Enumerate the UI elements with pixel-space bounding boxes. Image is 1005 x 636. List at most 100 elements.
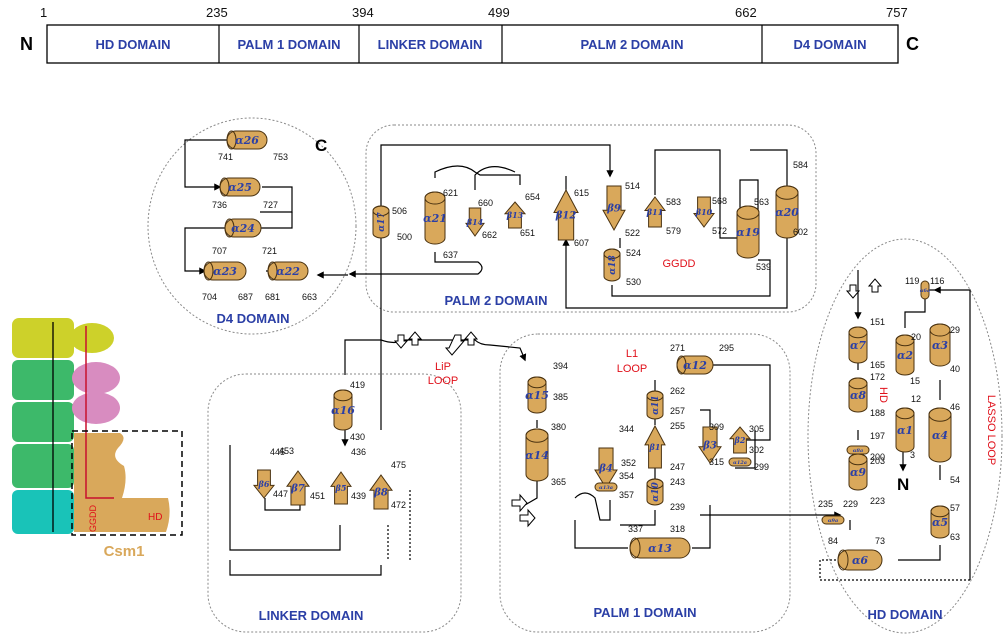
ss-label: β6 — [258, 479, 270, 489]
ggdd-label: GGDD — [663, 258, 696, 270]
cartoon-ggdd-label: GGDD — [88, 504, 98, 532]
residue-number: 472 — [391, 500, 406, 510]
residue-number: 3 — [910, 450, 915, 460]
residue-number: 116 — [930, 276, 944, 286]
ss-label: α10 — [651, 482, 661, 502]
ss-element-13: β13654651 — [505, 192, 540, 238]
residue-number: 46 — [950, 402, 960, 412]
residue-number: 337 — [628, 524, 643, 534]
domain-bar: 1 235 394 499 662 757 N C HD DOMAIN PALM… — [20, 5, 919, 63]
hd-motif-label: HD — [877, 387, 889, 403]
segment-palm2-domain: PALM 2 DOMAIN — [580, 37, 683, 52]
residue-number: 172 — [870, 372, 885, 382]
ss-label: α21 — [423, 212, 447, 225]
residue-number: 309 — [709, 422, 724, 432]
domain-position: 662 — [735, 5, 757, 20]
ss-label: α18 — [608, 255, 618, 275]
residue-number: 539 — [756, 262, 771, 272]
ss-element-14: β14660662 — [466, 198, 497, 240]
csm1-name-label: Csm1 — [104, 543, 145, 560]
ss-label: α6 — [852, 554, 868, 567]
residue-number: 721 — [262, 246, 277, 256]
residue-number: 239 — [670, 502, 685, 512]
ss-element-22: α22681663 — [265, 262, 317, 302]
residue-number: 302 — [749, 445, 764, 455]
residue-number: 439 — [351, 491, 366, 501]
hd-domain-label: HD DOMAIN — [867, 607, 942, 622]
c-terminus-label: C — [906, 34, 919, 54]
cartoon-pink-subunit-2 — [72, 392, 120, 424]
cartoon-pink-subunit-1 — [72, 362, 120, 394]
residue-number: 584 — [793, 160, 808, 170]
residue-number: 299 — [754, 462, 769, 472]
ss-element-1: β1255247 — [645, 421, 685, 472]
ss-label: β11 — [646, 207, 663, 217]
ss-element-18: α18524530 — [604, 248, 641, 287]
ss-label: β13 — [506, 210, 524, 220]
residue-number: 352 — [621, 458, 636, 468]
cartoon-teal-subunit — [12, 490, 74, 534]
ss-label: α6a — [920, 288, 931, 294]
ss-label: α9 — [850, 466, 866, 479]
palm2-domain-label: PALM 2 DOMAIN — [444, 293, 547, 308]
ss-label: α16 — [331, 404, 355, 417]
residue-number: 662 — [482, 230, 497, 240]
residue-number: 243 — [670, 477, 685, 487]
palm1-domain-label: PALM 1 DOMAIN — [593, 605, 696, 620]
residue-number: 380 — [551, 422, 566, 432]
ss-label: α11 — [651, 395, 661, 414]
segment-linker-domain: LINKER DOMAIN — [378, 37, 483, 52]
ss-label: α26 — [235, 134, 259, 147]
lip-loop-label: LiP — [435, 361, 451, 373]
ss-label: β8 — [373, 488, 388, 499]
residue-number: 165 — [870, 360, 885, 370]
ss-label: α13a — [599, 485, 613, 491]
residue-number: 54 — [950, 475, 960, 485]
ss-element-23: α23704687 — [202, 262, 253, 302]
ss-label: α17 — [377, 212, 387, 232]
ss-label: α2 — [897, 349, 913, 362]
residue-number: 262 — [670, 386, 685, 396]
ss-element-15: α15394385 — [525, 361, 568, 413]
ss-label: α8a — [853, 448, 864, 454]
residue-number: 235 — [818, 499, 833, 509]
ss-label: β7 — [290, 484, 305, 495]
ss-element-12a: α12a299 — [729, 458, 769, 472]
residue-number: 223 — [870, 496, 885, 506]
residue-number: 572 — [712, 226, 727, 236]
residue-number: 500 — [397, 232, 412, 242]
cartoon-hd-label: HD — [148, 512, 162, 523]
ss-label: α1 — [897, 424, 913, 437]
cartoon-green-subunit-1 — [12, 360, 74, 400]
ss-label: α20 — [775, 206, 799, 219]
residue-number: 530 — [626, 277, 641, 287]
residue-number: 357 — [619, 490, 634, 500]
residue-number: 419 — [350, 380, 365, 390]
ss-element-9a: α9a235229 — [818, 499, 858, 524]
residue-number: 203 — [870, 456, 885, 466]
residue-number: 568 — [712, 196, 727, 206]
ss-label: β4 — [598, 464, 613, 475]
d4-domain-label: D4 DOMAIN — [217, 311, 290, 326]
residue-number: 20 — [911, 332, 921, 342]
residue-number: 15 — [910, 376, 920, 386]
residue-number: 663 — [302, 292, 317, 302]
lip-loop-label-2: LOOP — [428, 375, 459, 387]
ss-element-12: β12615607 — [554, 188, 589, 248]
ss-element-8: β8475472 — [370, 460, 406, 510]
residue-number: 436 — [351, 447, 366, 457]
domain-position: 499 — [488, 5, 510, 20]
domain-position: 394 — [352, 5, 374, 20]
residue-number: 736 — [212, 200, 227, 210]
l1-loop-label-2: LOOP — [617, 363, 648, 375]
ss-label: β14 — [466, 217, 484, 227]
